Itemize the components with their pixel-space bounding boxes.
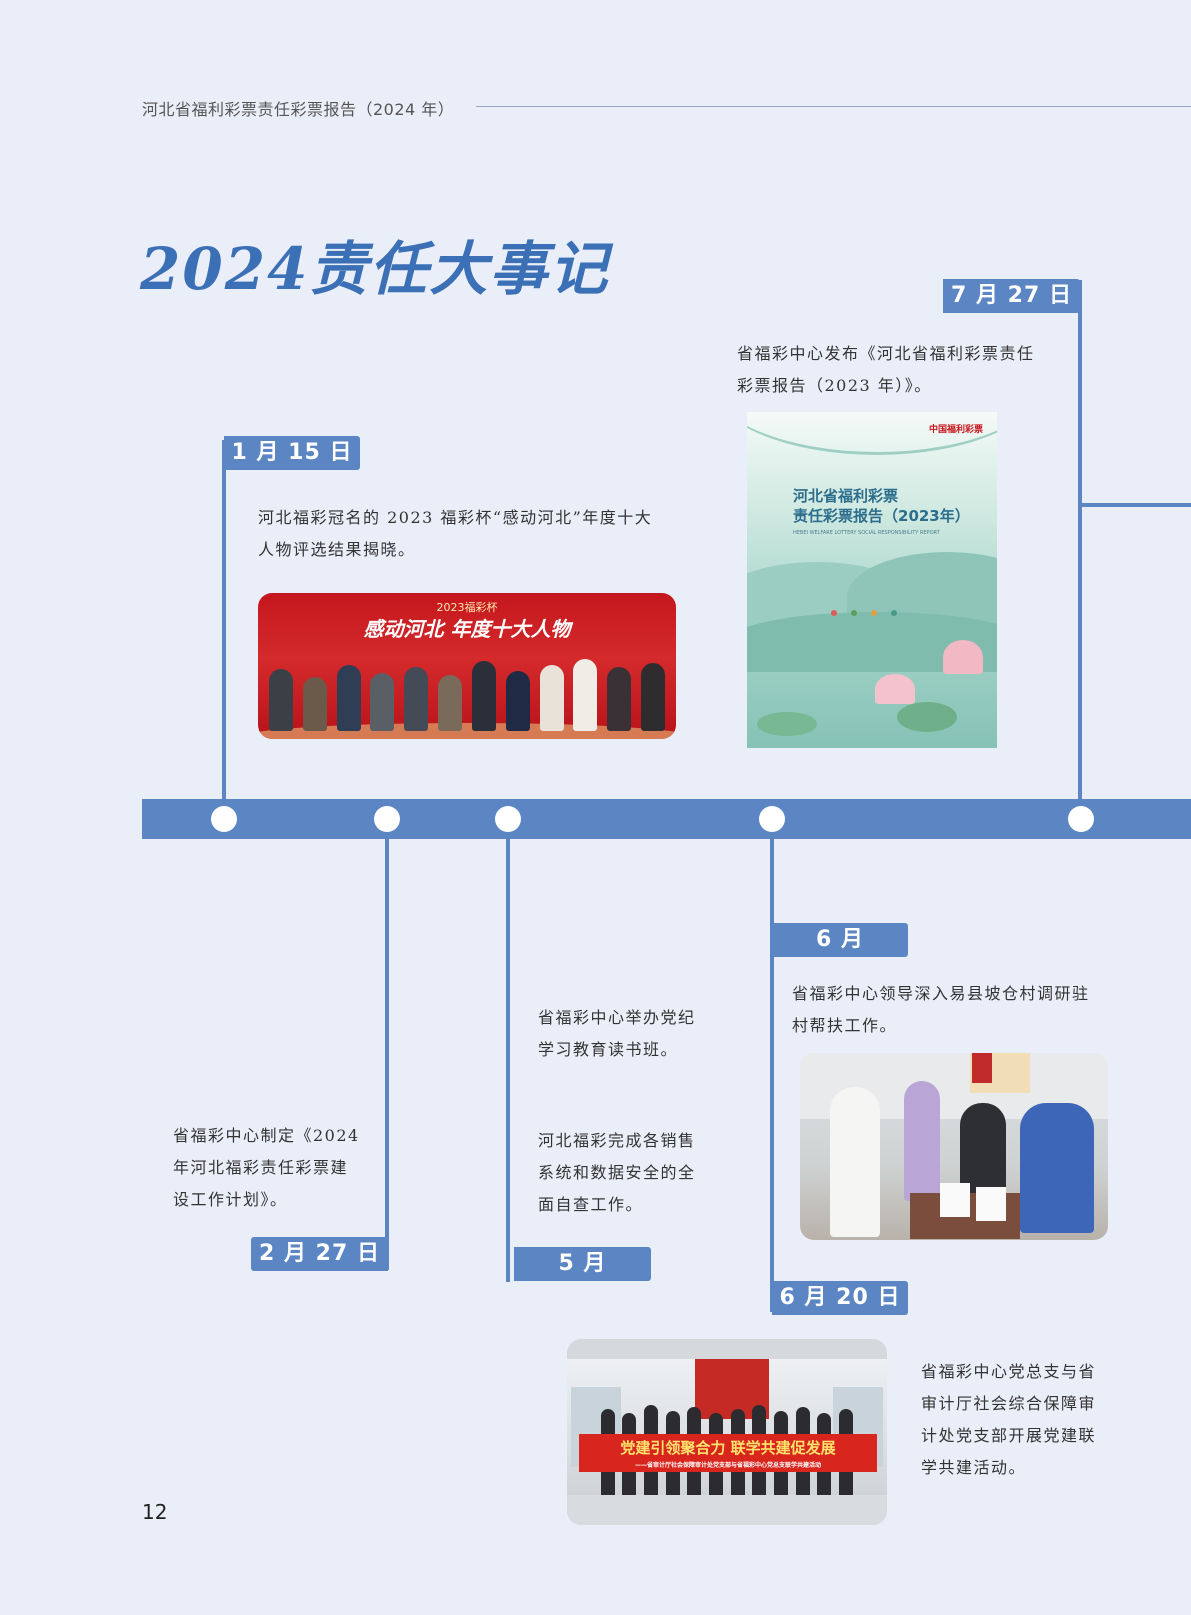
party-photo-ceiling bbox=[567, 1339, 887, 1359]
cover-dot-icon bbox=[851, 610, 857, 616]
event-feb27-line2: 年河北福彩责任彩票建 bbox=[173, 1158, 349, 1177]
date-jun: 6 月 bbox=[772, 923, 908, 957]
cover-english-title: HEBEI WELFARE LOTTERY SOCIAL RESPONSIBIL… bbox=[793, 530, 940, 536]
header-rule bbox=[476, 106, 1191, 107]
village-visit-photo bbox=[800, 1053, 1108, 1240]
timeline-node-jan15 bbox=[211, 806, 237, 832]
event-jun-line1: 省福彩中心领导深入易县坡仓村调研驻 bbox=[792, 984, 1090, 1003]
event-may-a-line2: 学习教育读书班。 bbox=[538, 1040, 679, 1059]
party-photo-banner: 党建引领聚合力 联学共建促发展 ——省审计厅社会保障审计处党支部与省福彩中心党总… bbox=[579, 1434, 877, 1472]
event-may-a-line1: 省福彩中心举办党纪 bbox=[538, 1008, 696, 1027]
date-feb27: 2 月 27 日 bbox=[251, 1237, 388, 1271]
cover-dot-icon bbox=[871, 610, 877, 616]
lotus-flower-icon bbox=[943, 640, 983, 674]
event-jul27-line1: 省福彩中心发布《河北省福利彩票责任 bbox=[737, 344, 1035, 363]
event-may-b-line3: 面自查工作。 bbox=[538, 1195, 644, 1214]
event-jan15-line2: 人物评选结果揭晓。 bbox=[258, 540, 416, 559]
event-jan15-line1: 河北福彩冠名的 2023 福彩杯“感动河北”年度十大 bbox=[258, 508, 653, 527]
timeline-bar bbox=[142, 799, 1191, 839]
date-jan15: 1 月 15 日 bbox=[224, 436, 360, 470]
date-may: 5 月 bbox=[514, 1247, 651, 1281]
cover-title-line2: 责任彩票报告（2023年） bbox=[793, 507, 970, 525]
connector-may bbox=[506, 838, 510, 1282]
party-photo-floor bbox=[567, 1495, 887, 1525]
party-photo-banner-text: 党建引领聚合力 联学共建促发展 bbox=[620, 1439, 836, 1457]
heroes-photo-wave bbox=[258, 723, 676, 739]
cover-dot-icon bbox=[891, 610, 897, 616]
event-jun20-line1: 省福彩中心党总支与省 bbox=[921, 1362, 1097, 1381]
report-cover-image: 中国福利彩票 河北省福利彩票 责任彩票报告（2023年） HEBEI WELFA… bbox=[747, 412, 997, 748]
event-jun20-line3: 计处党支部开展党建联 bbox=[921, 1426, 1097, 1445]
timeline-node-may bbox=[495, 806, 521, 832]
timeline-node-feb27 bbox=[374, 806, 400, 832]
page-number: 12 bbox=[142, 1500, 168, 1524]
party-building-photo: 党建引领聚合力 联学共建促发展 ——省审计厅社会保障审计处党支部与省福彩中心党总… bbox=[567, 1339, 887, 1525]
heroes-photo-subtitle: 2023福彩杯 bbox=[436, 601, 498, 614]
timeline-node-jul27 bbox=[1068, 806, 1094, 832]
event-jun20-line4: 学共建活动。 bbox=[921, 1458, 1027, 1477]
cover-dot-icon bbox=[831, 610, 837, 616]
cover-swoosh bbox=[747, 412, 997, 455]
event-may-b-line2: 系统和数据安全的全 bbox=[538, 1163, 696, 1182]
date-jun20: 6 月 20 日 bbox=[772, 1281, 908, 1315]
event-feb27-line1: 省福彩中心制定《2024 bbox=[173, 1126, 360, 1145]
visit-photo-person bbox=[830, 1087, 880, 1237]
timeline-node-jun bbox=[759, 806, 785, 832]
visit-photo-person bbox=[1020, 1103, 1094, 1233]
cover-title-line1: 河北省福利彩票 bbox=[793, 487, 899, 505]
page-title: 2024责任大事记 bbox=[140, 235, 610, 303]
event-jun-line2: 村帮扶工作。 bbox=[792, 1016, 898, 1035]
date-jul27: 7 月 27 日 bbox=[943, 279, 1080, 313]
event-may-b-line1: 河北福彩完成各销售 bbox=[538, 1131, 696, 1150]
party-photo-banner-subtext: ——省审计厅社会保障审计处党支部与省福彩中心党总支联学共建活动 bbox=[634, 1462, 821, 1469]
visit-photo-person bbox=[904, 1081, 940, 1201]
connector-jan15 bbox=[222, 440, 226, 800]
visit-photo-gift-bag bbox=[940, 1183, 970, 1217]
event-jul27-line2: 彩票报告（2023 年）》。 bbox=[737, 376, 932, 395]
connector-jul27 bbox=[1078, 280, 1082, 800]
report-header: 河北省福利彩票责任彩票报告（2024 年） bbox=[142, 100, 455, 119]
connector-jul27-branch bbox=[1078, 503, 1191, 507]
heroes-photo-people bbox=[264, 653, 670, 731]
lotus-flower-icon bbox=[875, 674, 915, 704]
visit-photo-gift-bag bbox=[976, 1187, 1006, 1221]
visit-photo-calendar bbox=[972, 1053, 992, 1083]
connector-feb27 bbox=[385, 838, 389, 1270]
connector-jun bbox=[770, 838, 774, 1312]
heroes-photo: 2023福彩杯 感动河北 年度十大人物 bbox=[258, 593, 676, 739]
event-jun20-line2: 审计厅社会综合保障审 bbox=[921, 1394, 1097, 1413]
cover-logo: 中国福利彩票 bbox=[928, 425, 983, 435]
heroes-photo-title: 感动河北 年度十大人物 bbox=[363, 617, 571, 641]
lotus-leaf-icon bbox=[757, 712, 817, 736]
lotus-leaf-icon bbox=[897, 702, 957, 732]
event-feb27-line3: 设工作计划》。 bbox=[173, 1190, 288, 1209]
